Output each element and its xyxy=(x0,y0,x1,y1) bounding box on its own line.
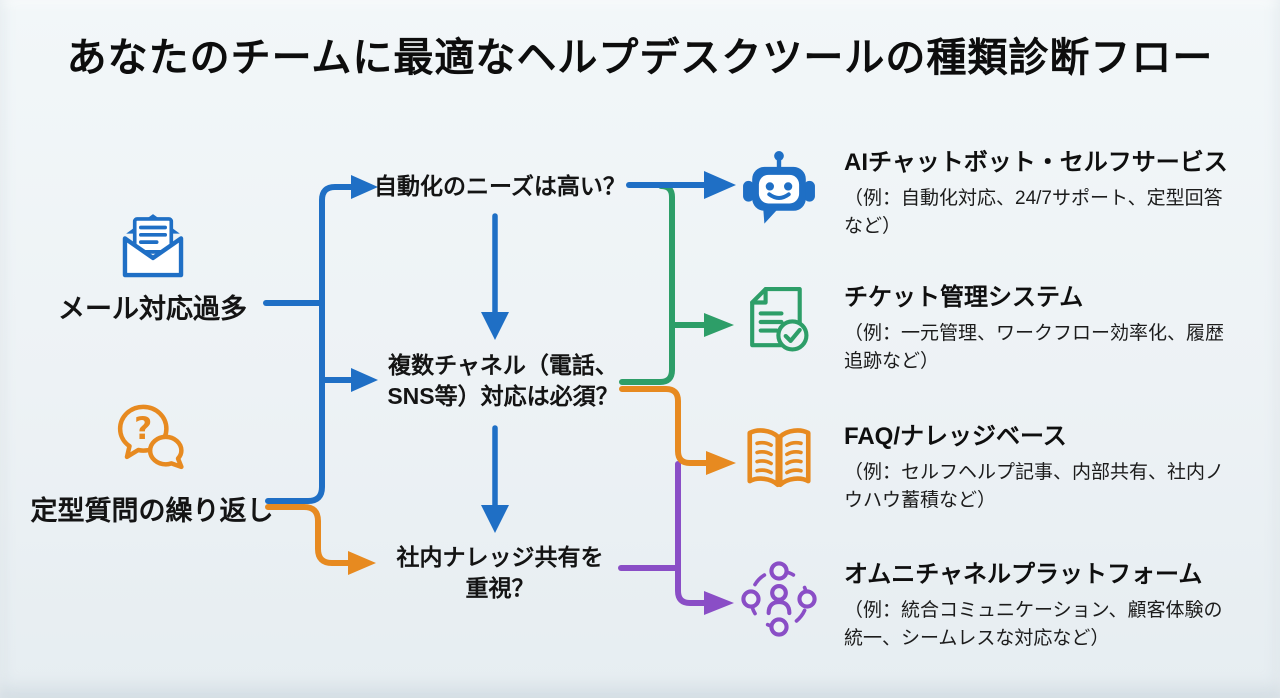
pain-point-email-label: メール対応過多 xyxy=(58,294,247,324)
question-multichannel-required: 複数チャネル（電話、SNS等）対応は必須？ xyxy=(387,352,619,409)
result-faq-knowledge-base: FAQ/ナレッジベース （例：セルフヘルプ記事、内部共有、社内ノウハウ蓄積など） xyxy=(740,422,1226,515)
open-book-icon xyxy=(740,422,818,500)
result-ticket-system: チケット管理システム （例：一元管理、ワークフロー効率化、履歴追跡など） xyxy=(740,283,1226,376)
question-knowledge-sharing: 社内ナレッジ共有を重視？ xyxy=(396,544,604,601)
omnichannel-people-icon xyxy=(740,560,818,638)
page-title: あなたのチームに最適なヘルプデスクツールの種類診断フロー xyxy=(66,36,1214,80)
result-text-block: チケット管理システム （例：一元管理、ワークフロー効率化、履歴追跡など） xyxy=(844,283,1226,376)
result-description: （例：セルフヘルプ記事、内部共有、社内ノウハウ蓄積など） xyxy=(844,462,1225,511)
result-text-block: オムニチャネルプラットフォーム （例：統合コミュニケーション、顧客体験の統一、シ… xyxy=(844,560,1226,653)
result-description: （例：一元管理、ワークフロー効率化、履歴追跡など） xyxy=(844,323,1225,372)
result-title: オムニチャネルプラットフォーム xyxy=(844,561,1203,588)
result-text-block: FAQ/ナレッジベース （例：セルフヘルプ記事、内部共有、社内ノウハウ蓄積など） xyxy=(844,422,1226,515)
result-description: （例：自動化対応、24/7サポート、定型回答など） xyxy=(844,188,1223,237)
result-omnichannel-platform: オムニチャネルプラットフォーム （例：統合コミュニケーション、顧客体験の統一、シ… xyxy=(740,560,1226,653)
ticket-document-check-icon xyxy=(740,283,818,361)
robot-icon xyxy=(740,148,818,226)
result-title: FAQ/ナレッジベース xyxy=(844,423,1067,450)
result-text-block: AIチャットボット・セルフサービス （例：自動化対応、24/7サポート、定型回答… xyxy=(844,148,1228,241)
result-description: （例：統合コミュニケーション、顧客体験の統一、シームレスな対応など） xyxy=(844,600,1223,649)
email-icon xyxy=(114,208,192,286)
result-ai-chatbot: AIチャットボット・セルフサービス （例：自動化対応、24/7サポート、定型回答… xyxy=(740,148,1228,241)
svg-text:?: ? xyxy=(134,411,152,447)
question-chat-icon: ? xyxy=(112,400,192,480)
result-title: AIチャットボット・セルフサービス xyxy=(844,149,1228,176)
result-title: チケット管理システム xyxy=(844,284,1084,311)
pain-point-repeated-questions-label: 定型質問の繰り返し xyxy=(30,496,274,526)
question-automation-need: 自動化のニーズは高い？ xyxy=(374,173,626,199)
